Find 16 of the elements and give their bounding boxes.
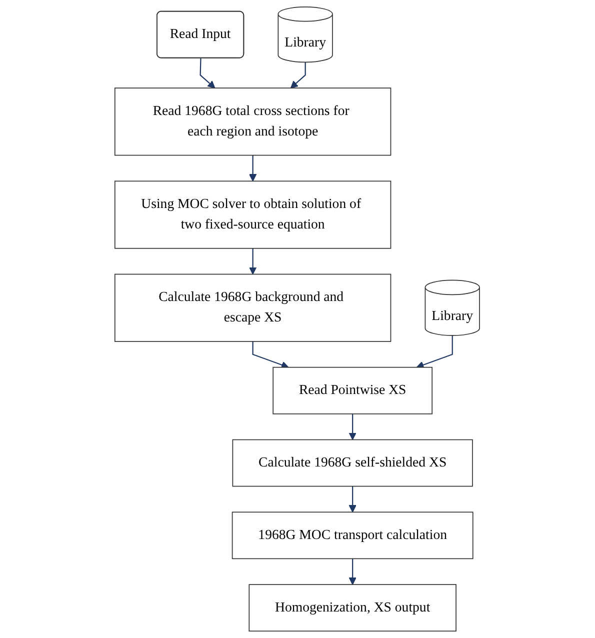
arrow [249, 248, 257, 275]
arrow [349, 414, 357, 440]
node-box: Read 1968G total cross sections for each region and isotope [114, 88, 392, 156]
node-box: Using MOC solver to obtain solution of two fixed-source equation [114, 180, 392, 249]
arrow [200, 58, 216, 88]
node-box: Calculate 1968G self-shielded XS [232, 439, 474, 487]
node-box: Homogenization, XS output [249, 584, 457, 632]
arrow [249, 155, 257, 182]
arrow [290, 62, 306, 88]
arrow [349, 486, 357, 512]
node-box: 1968G MOC transport calculation [232, 512, 474, 560]
arrow [252, 341, 290, 369]
node-box: Read Pointwise XS [272, 366, 433, 414]
node-box: Calculate 1968G background and escape XS [114, 274, 392, 342]
arrow [416, 335, 454, 369]
arrow [349, 558, 357, 585]
